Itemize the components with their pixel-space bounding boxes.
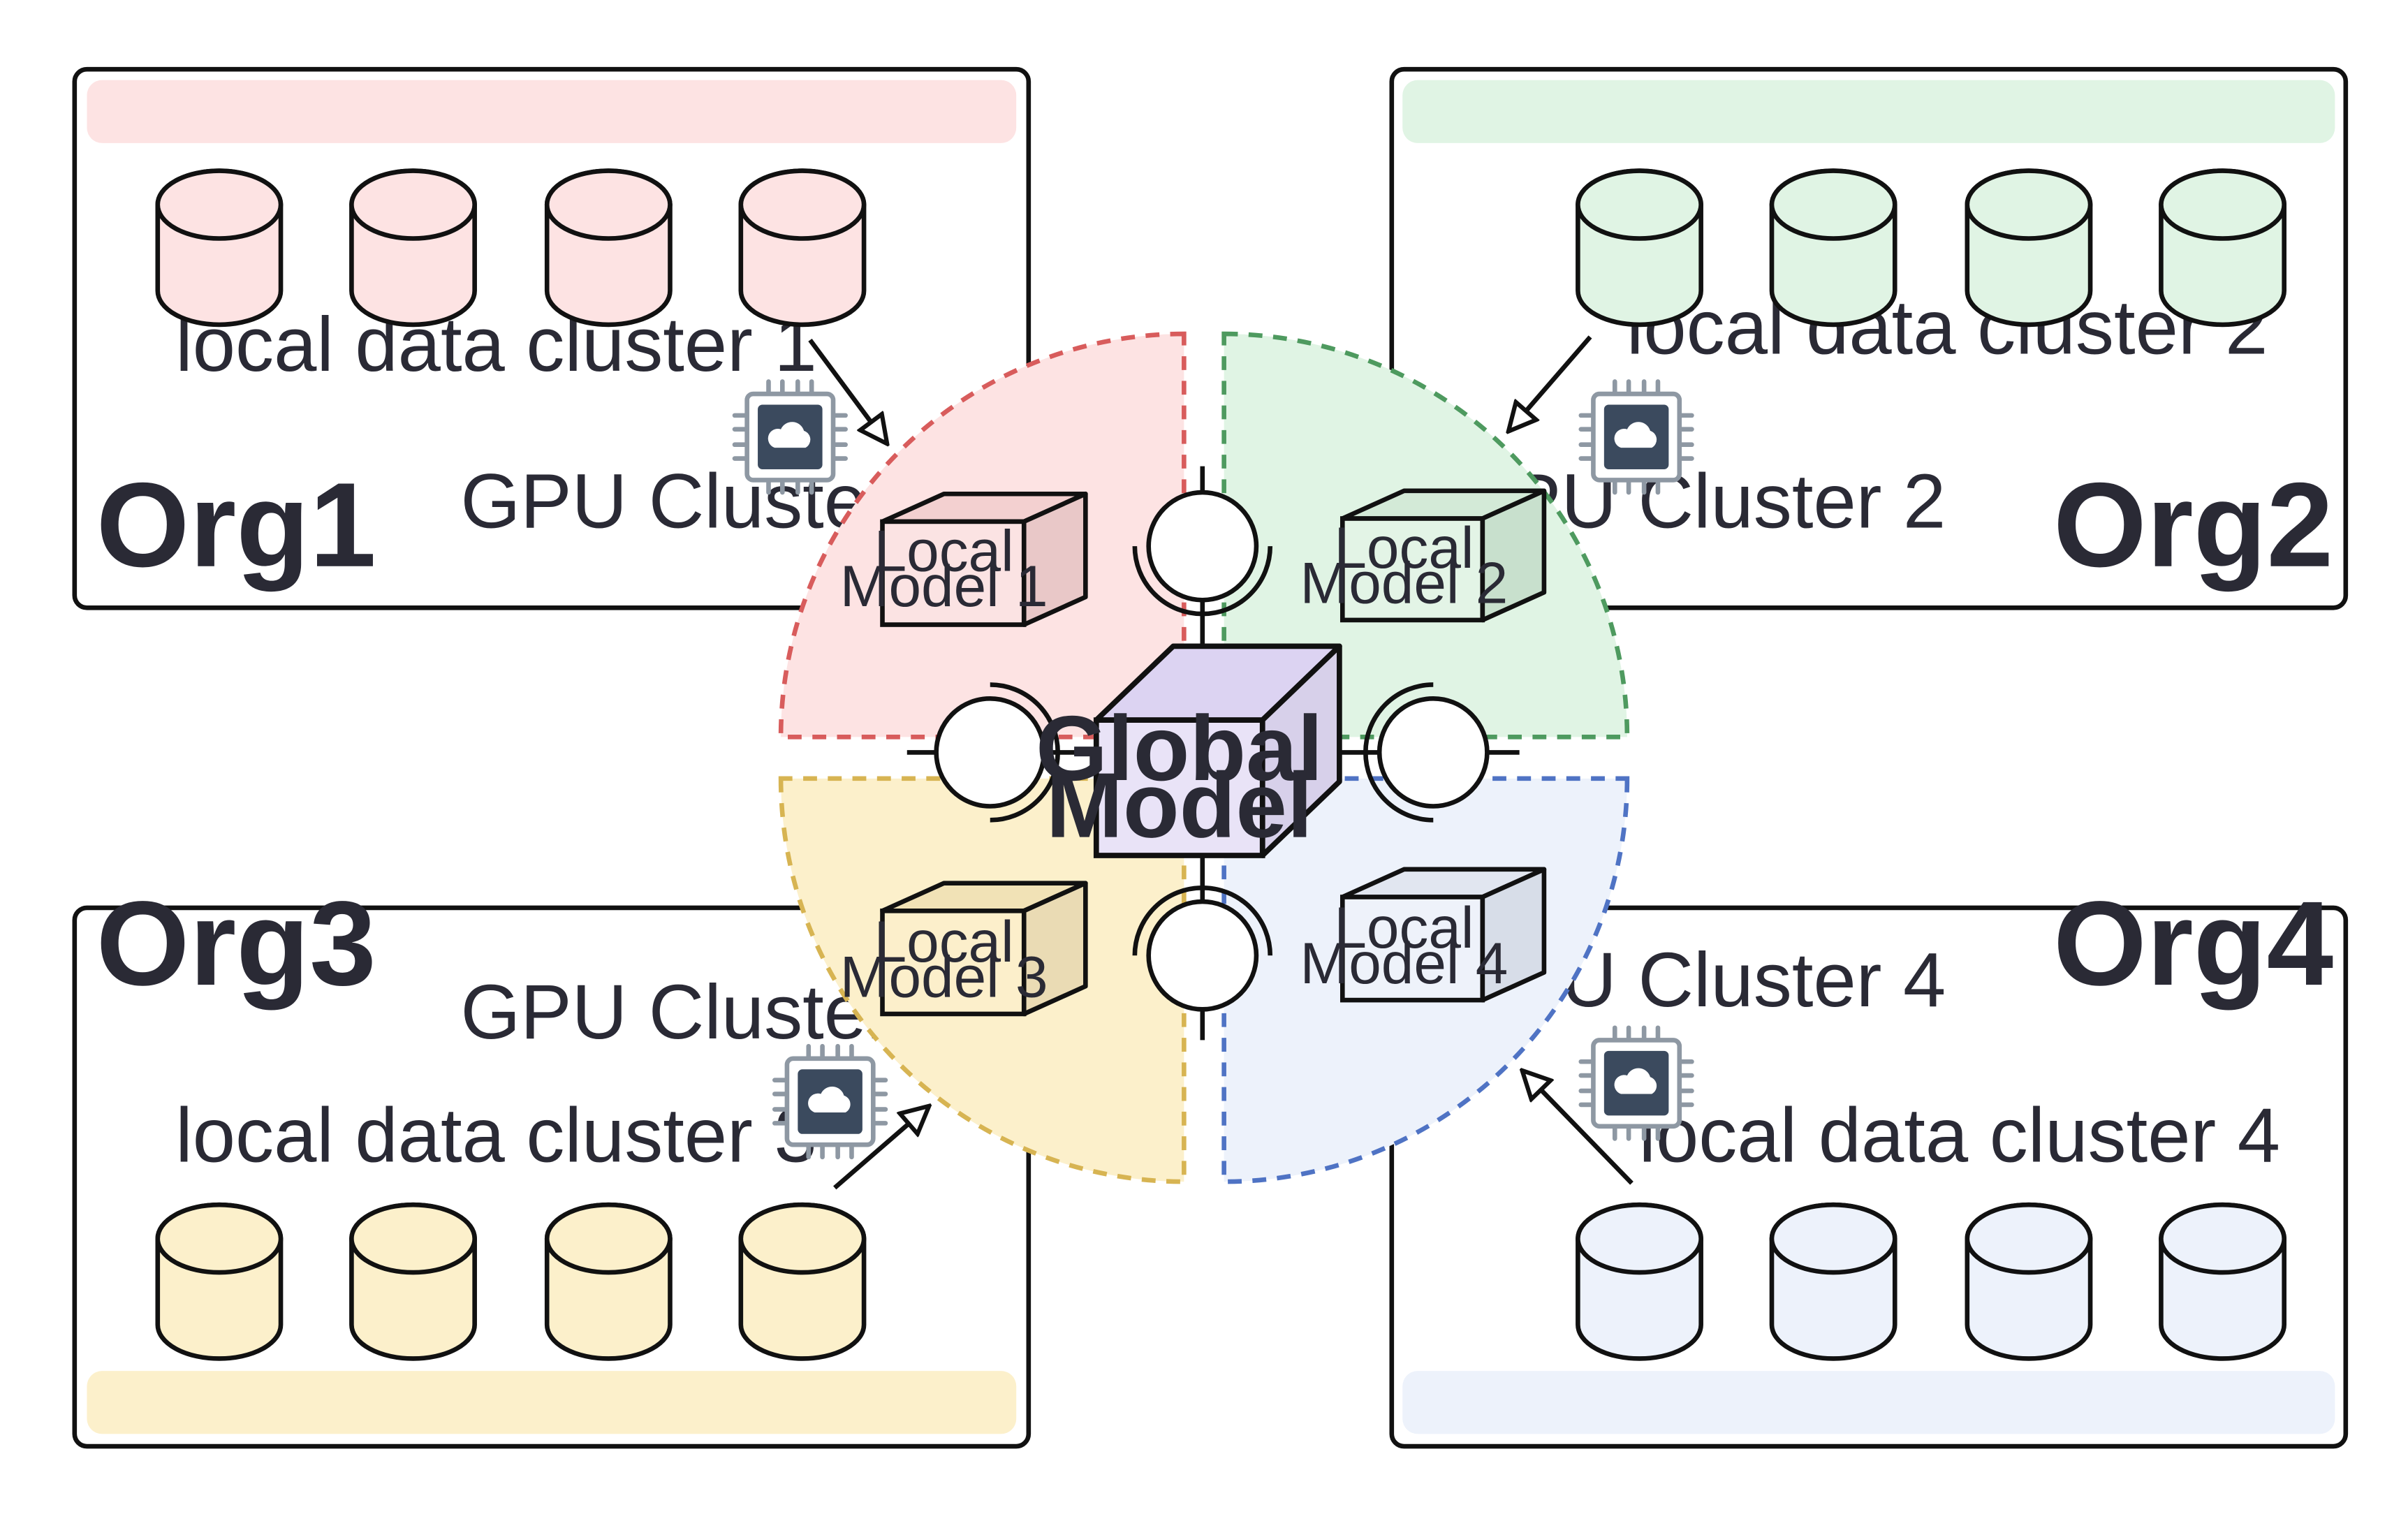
arrow-icon [1524,1073,1634,1185]
ball-socket-connector-icon [934,682,1060,823]
org1-data-cluster-label: local data cluster 1 [175,302,816,388]
arrow-icon [833,1108,927,1190]
database-icon [1965,168,2093,328]
gpu-chip-cloud-icon [1581,381,1692,492]
ball-socket-connector-icon [1132,490,1273,617]
local-model-2: Local Model 2 [1300,488,1547,623]
database-icon [155,168,284,328]
database-icon [349,1202,477,1361]
gpu-chip-cloud-icon [735,381,846,492]
org2-title: Org2 [2053,458,2333,592]
local-model-4-label-line2: Model 4 [1300,930,1508,996]
database-groups [155,168,2286,1361]
gpu-chip-cloud-icon [774,1046,886,1157]
database-icon [2159,1202,2286,1361]
org4-data-cluster-label: local data cluster 4 [1639,1092,2280,1178]
org3-data-cluster-label: local data cluster 3 [175,1092,816,1178]
local-model-1: Local Model 1 [840,491,1088,627]
ball-socket-connector-icon [1363,682,1490,823]
global-model-label-line2: Model [1046,754,1313,858]
local-model-4-label-line1: Local [1334,895,1474,960]
local-model-3: Local Model 3 [840,881,1088,1017]
arrow-icon [808,338,886,441]
database-icon [2159,168,2286,328]
local-model-4: Local Model 4 [1300,867,1547,1003]
gpu-chip-cloud-icon [1581,1028,1692,1139]
local-model-2-label-line2: Model 2 [1300,550,1508,616]
database-icon [1576,1202,1703,1361]
local-model-1-label-line2: Model 1 [840,553,1048,619]
global-model-label-line1: Global [1036,697,1323,800]
database-icon [1769,168,1897,328]
org1-title: Org1 [96,458,376,592]
global-model: Global Model [1036,643,1342,858]
database-icon [738,1202,867,1361]
database-icon [1965,1202,2093,1361]
local-model-2-label-line1: Local [1334,515,1474,580]
database-icon [155,1202,284,1361]
database-icon [544,168,673,328]
database-icon [1576,168,1703,328]
database-icon [544,1202,673,1361]
database-icon [349,168,477,328]
org4-title: Org4 [2053,876,2333,1010]
local-model-1-label-line1: Local [874,517,1014,583]
arrow-icon [1510,335,1592,429]
database-icon [1769,1202,1897,1361]
database-icon [738,168,867,328]
ball-socket-connector-icon [1132,885,1273,1012]
org3-title: Org3 [96,876,376,1010]
local-model-3-label-line2: Model 3 [840,944,1048,1010]
local-model-3-label-line1: Local [874,909,1014,974]
